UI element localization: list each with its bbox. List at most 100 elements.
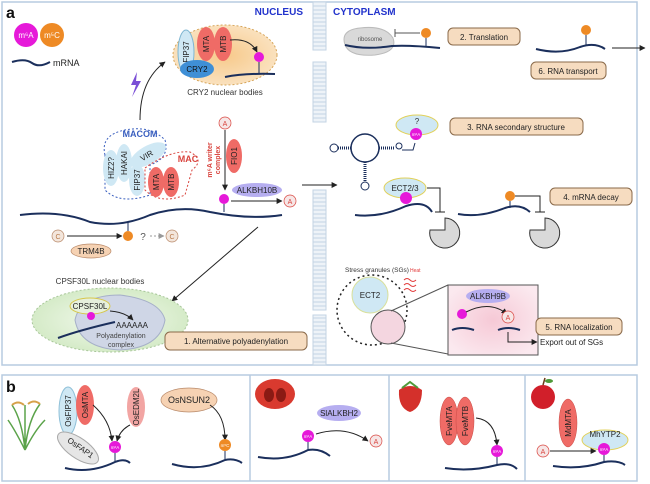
svg-text:FveMTA: FveMTA bbox=[445, 406, 454, 436]
svg-text:3. RNA secondary structure: 3. RNA secondary structure bbox=[467, 123, 565, 132]
svg-text:MTB: MTB bbox=[219, 36, 228, 53]
stress-granules: Stress granules (SGs) Heat ECT2 ALKBH9B … bbox=[336, 267, 603, 356]
svg-text:A: A bbox=[541, 449, 546, 456]
svg-text:HAKAI: HAKAI bbox=[120, 151, 129, 175]
svg-text:MACOM: MACOM bbox=[123, 129, 158, 139]
svg-text:ALKBH9B: ALKBH9B bbox=[470, 292, 506, 301]
legend-mrna-icon bbox=[11, 59, 51, 67]
rice-m6a: OsFIP37 OsMTA OsEDM2L OsFAP1 m⁶A bbox=[57, 385, 145, 471]
svg-text:MTA: MTA bbox=[152, 173, 161, 190]
svg-text:m⁶A writer: m⁶A writer bbox=[207, 142, 214, 178]
svg-text:CPSF30L: CPSF30L bbox=[73, 302, 108, 311]
alkbh10b bbox=[232, 183, 282, 197]
svg-text:ALKBH10B: ALKBH10B bbox=[237, 186, 277, 195]
mrna-decay: ECT2/3 bbox=[354, 177, 561, 249]
m5c-writer: C ? C TRM4B bbox=[51, 222, 179, 259]
svg-text:m⁵C: m⁵C bbox=[44, 31, 60, 40]
legend-m6a-icon bbox=[14, 23, 38, 47]
svg-text:OsEDM2L: OsEDM2L bbox=[132, 388, 141, 425]
svg-text:complex: complex bbox=[215, 146, 222, 175]
svg-text:C: C bbox=[169, 234, 174, 241]
panel-b-frame bbox=[1, 374, 638, 482]
svg-text:MTB: MTB bbox=[167, 174, 176, 191]
svg-text:m⁶A: m⁶A bbox=[493, 449, 502, 454]
svg-text:m⁵C: m⁵C bbox=[221, 443, 231, 448]
svg-text:A: A bbox=[223, 121, 228, 128]
cry2-mta bbox=[197, 27, 215, 61]
strawberry-icon bbox=[398, 380, 422, 412]
m6a-writer-complex: MACOM HIZ2? HAKAI FIP37 VIR MAC MTA MTB … bbox=[103, 116, 297, 208]
svg-text:Export out of SGs: Export out of SGs bbox=[540, 338, 603, 347]
svg-text:A: A bbox=[374, 439, 379, 446]
rice-m5c: OsNSUN2 m⁵C bbox=[160, 387, 243, 469]
svg-text:Heat: Heat bbox=[410, 268, 421, 274]
lightning-icon bbox=[131, 72, 141, 97]
panel-a-label: a bbox=[6, 5, 15, 22]
apple-m6a: MdMTA MhYTP2 A m⁶A bbox=[536, 398, 629, 469]
process-translation bbox=[447, 27, 521, 46]
rna-transport bbox=[535, 25, 646, 53]
nuclear-membrane bbox=[312, 1, 327, 366]
svg-text:CRY2: CRY2 bbox=[186, 65, 208, 74]
cry2-protein bbox=[180, 60, 214, 78]
rna-secondary-structure: ? m⁶A bbox=[329, 114, 439, 191]
apple-icon bbox=[531, 377, 555, 409]
svg-text:MhYTP2: MhYTP2 bbox=[589, 430, 621, 439]
svg-text:ECT2: ECT2 bbox=[360, 291, 381, 300]
svg-text:?: ? bbox=[415, 117, 420, 126]
tomato-icon bbox=[255, 379, 295, 409]
svg-text:TRM4B: TRM4B bbox=[77, 247, 104, 256]
nuclear-mrna bbox=[19, 208, 283, 225]
process-rna-transport bbox=[530, 61, 607, 80]
svg-text:ribosome: ribosome bbox=[358, 37, 383, 43]
svg-text:4. mRNA decay: 4. mRNA decay bbox=[563, 193, 619, 202]
svg-text:A: A bbox=[288, 199, 293, 206]
process-mrna-decay bbox=[549, 187, 633, 206]
svg-text:MTA: MTA bbox=[202, 35, 211, 52]
svg-text:FIP37: FIP37 bbox=[182, 41, 191, 63]
svg-text:HIZ2?: HIZ2? bbox=[107, 157, 116, 179]
svg-text:FIP37: FIP37 bbox=[133, 169, 142, 191]
translation: ribosome bbox=[343, 27, 441, 56]
rice-plant-icon bbox=[7, 400, 46, 451]
svg-text:FveMTB: FveMTB bbox=[461, 406, 470, 436]
svg-text:6. RNA transport: 6. RNA transport bbox=[538, 67, 598, 76]
legend-m5c-icon bbox=[40, 23, 64, 47]
tomato-demethylation: SlALKBH2 m⁶A A bbox=[257, 405, 383, 460]
svg-text:OsMTA: OsMTA bbox=[81, 391, 90, 418]
process-rna-secondary-structure bbox=[449, 117, 584, 136]
svg-text:AAAAAA: AAAAAA bbox=[116, 321, 149, 330]
cry2-mtb bbox=[214, 27, 232, 61]
svg-text:OsFIP37: OsFIP37 bbox=[64, 395, 73, 427]
svg-text:Polyadenylation: Polyadenylation bbox=[96, 333, 146, 340]
svg-text:mRNA: mRNA bbox=[53, 58, 80, 68]
legend: m⁶A m⁵C mRNA bbox=[11, 23, 80, 68]
panel-b-label: b bbox=[6, 379, 16, 396]
fio1 bbox=[226, 139, 242, 173]
process-rna-localization bbox=[535, 317, 623, 336]
process-alt-polyadenylation bbox=[164, 331, 308, 351]
svg-text:m⁶A: m⁶A bbox=[600, 447, 609, 452]
nucleus-label: NUCLEUS bbox=[255, 7, 304, 18]
cytoplasm-label: CYTOPLASM bbox=[333, 7, 396, 18]
cry2-nuclear-bodies: FIP37 MTA MTB CRY2 CRY2 nuclear bodies bbox=[172, 24, 278, 97]
svg-text:A: A bbox=[506, 315, 511, 322]
svg-text:Stress granules (SGs): Stress granules (SGs) bbox=[345, 267, 409, 274]
svg-text:CRY2 nuclear bodies: CRY2 nuclear bodies bbox=[187, 88, 262, 97]
svg-text:MAC: MAC bbox=[178, 154, 199, 164]
svg-text:m⁶A: m⁶A bbox=[111, 445, 120, 450]
svg-text:2. Translation: 2. Translation bbox=[460, 33, 508, 42]
cpsf30l-nuclear-bodies: CPSF30L nuclear bodies CPSF30L AAAAAA Po… bbox=[31, 277, 189, 353]
svg-text:C: C bbox=[55, 234, 60, 241]
svg-text:5. RNA localization: 5. RNA localization bbox=[545, 323, 612, 332]
svg-text:m⁶A: m⁶A bbox=[18, 31, 34, 40]
svg-text:FIO1: FIO1 bbox=[230, 147, 239, 165]
svg-text:1. Alternative polyadenylation: 1. Alternative polyadenylation bbox=[184, 337, 288, 346]
svg-text:m⁶A: m⁶A bbox=[412, 132, 421, 137]
svg-text:OsNSUN2: OsNSUN2 bbox=[168, 395, 210, 405]
svg-text:CPSF30L nuclear bodies: CPSF30L nuclear bodies bbox=[56, 277, 145, 286]
strawberry-m6a: FveMTA FveMTB m⁶A bbox=[439, 396, 518, 471]
svg-text:m⁶A: m⁶A bbox=[304, 434, 313, 439]
svg-text:MdMTA: MdMTA bbox=[564, 409, 573, 437]
